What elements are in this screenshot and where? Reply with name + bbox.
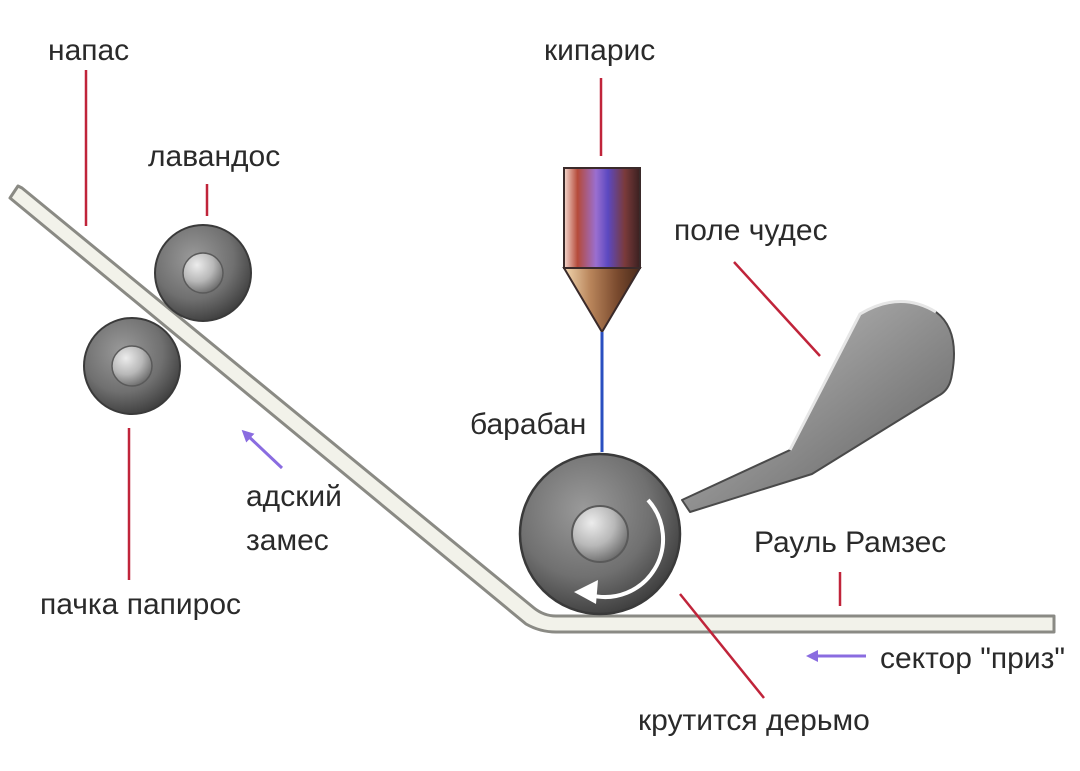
- label-pole-chudes: поле чудес: [674, 214, 828, 247]
- leader-krutitsya: [679, 593, 765, 699]
- label-zames: замес: [246, 524, 329, 557]
- drum-baraban: [518, 452, 682, 616]
- probe-kiparis: [562, 167, 642, 452]
- label-krutitsya: крутится дерьмо: [638, 704, 870, 737]
- label-lavandos: лавандос: [148, 140, 280, 173]
- label-sektor: сектор "приз": [880, 642, 1065, 675]
- label-baraban: барабан: [470, 408, 586, 441]
- label-napas: напас: [48, 34, 129, 67]
- roller-pachka: [83, 317, 181, 415]
- label-pachka: пачка папирос: [40, 588, 241, 621]
- label-kiparis: кипарис: [544, 34, 655, 67]
- roller-lavandos: [154, 224, 252, 322]
- label-raul: Рауль Рамзес: [754, 526, 946, 559]
- arrow-adskiy-icon: [241, 429, 284, 470]
- conveyor-belt: [8, 184, 1056, 634]
- rotation-arrow-icon: [589, 498, 666, 599]
- label-adskiy: адский: [246, 480, 342, 513]
- blade-pole-chudes: [681, 300, 955, 513]
- leader-pole-chudes: [733, 261, 821, 357]
